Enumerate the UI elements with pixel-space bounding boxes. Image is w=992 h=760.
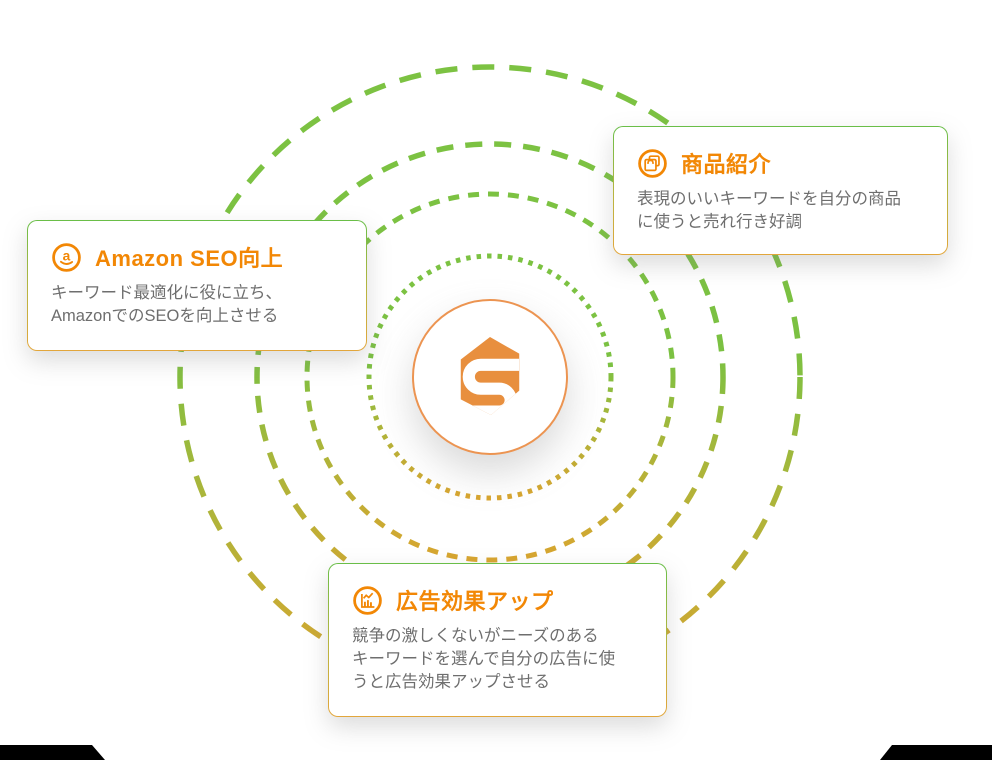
card-title: 商品紹介 xyxy=(681,152,772,177)
card-body: 表現のいいキーワードを自分の商品 に使うと売れ行き好調 xyxy=(637,188,929,234)
amazon-a-smile-icon: a xyxy=(52,242,81,272)
card-ad-effect: 広告効果アップ 競争の激しくないがニーズのある キーワードを選んで自分の広告に使… xyxy=(328,563,667,717)
card-body: キーワード最適化に役に立ち、 AmazonでのSEOを向上させる xyxy=(51,282,348,328)
card-body-line: に使うと売れ行き好調 xyxy=(637,213,802,231)
sonar-hexagon-s-icon xyxy=(460,337,520,415)
bottom-right-corner-wedge xyxy=(880,745,992,760)
ring-second xyxy=(254,141,726,613)
card-product-intro: 商品紹介 表現のいいキーワードを自分の商品 に使うと売れ行き好調 xyxy=(613,126,948,255)
card-body: 競争の激しくないがニーズのある キーワードを選んで自分の広告に使 うと広告効果ア… xyxy=(352,625,648,694)
bar-chart-icon xyxy=(353,585,382,615)
card-title: 広告効果アップ xyxy=(396,589,554,614)
card-amazon-seo: a Amazon SEO向上 キーワード最適化に役に立ち、 AmazonでのSE… xyxy=(27,220,367,351)
card-body-line: キーワードを選んで自分の広告に使 xyxy=(352,650,616,668)
card-body-line: AmazonでのSEOを向上させる xyxy=(51,307,279,325)
card-body-line: キーワード最適化に役に立ち、 xyxy=(51,284,282,302)
svg-text:a: a xyxy=(63,248,71,263)
card-body-line: 表現のいいキーワードを自分の商品 xyxy=(637,190,901,208)
ring-dotted-inner xyxy=(366,253,614,501)
card-title: Amazon SEO向上 xyxy=(95,246,284,271)
ring-third xyxy=(304,191,676,563)
bottom-left-corner-wedge xyxy=(0,745,105,760)
card-body-line: 競争の激しくないがニーズのある xyxy=(352,627,599,645)
center-logo-badge xyxy=(412,299,568,455)
card-body-line: うと広告効果アップさせる xyxy=(352,673,550,691)
shopping-bags-icon xyxy=(638,148,667,178)
